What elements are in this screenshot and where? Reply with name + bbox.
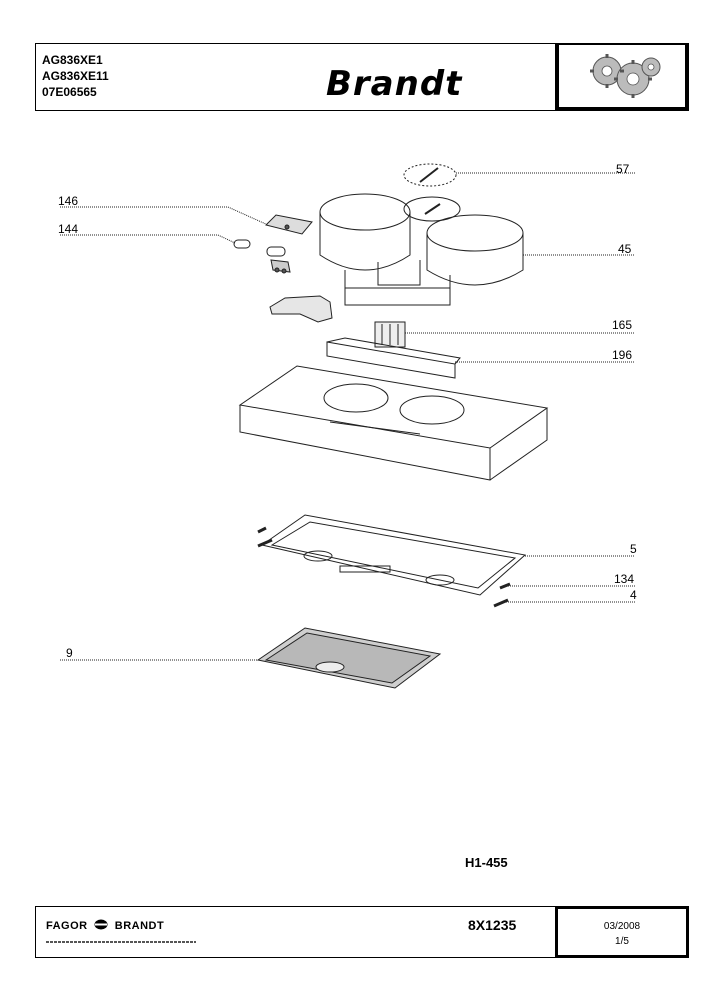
part-5-frame xyxy=(260,514,527,596)
company-logo: FAGOR BRANDT xyxy=(46,919,164,932)
tagline-graphic xyxy=(46,941,196,943)
part-196-duct xyxy=(326,337,461,379)
callout-146: 146 xyxy=(58,194,79,208)
model-list: AG836XE1 AG836XE11 07E06565 xyxy=(42,52,109,100)
callout-45: 45 xyxy=(618,242,632,256)
date-page-box: 03/2008 1/5 xyxy=(555,906,689,958)
company-name: FAGOR xyxy=(46,920,88,932)
callout-196: 196 xyxy=(612,348,633,362)
part-45-blower xyxy=(319,193,524,306)
model-number: AG836XE1 xyxy=(42,53,103,67)
title-block-header: AG836XE1 AG836XE11 07E06565 Brandt xyxy=(35,43,689,111)
part-57-cover xyxy=(403,163,457,187)
company-name-2: BRANDT xyxy=(114,920,165,932)
part-134-screw xyxy=(257,526,511,590)
part-165-connector xyxy=(374,321,406,348)
callout-9: 9 xyxy=(66,646,73,660)
exploded-parts-diagram xyxy=(60,163,635,689)
callout-134: 134 xyxy=(614,572,635,586)
callout-4: 4 xyxy=(630,588,637,602)
model-number: 07E06565 xyxy=(42,85,97,99)
callout-165: 165 xyxy=(612,318,633,332)
reference-number: 8X1235 xyxy=(468,917,517,933)
page-number: 1/5 xyxy=(615,936,629,947)
part-switch-bracket xyxy=(269,295,333,323)
company-logo-icon xyxy=(94,919,108,930)
gear-logo-box xyxy=(555,43,689,111)
part-144-clip xyxy=(233,239,291,274)
hood-housing xyxy=(238,365,549,481)
callout-57: 57 xyxy=(616,162,630,176)
callout-5: 5 xyxy=(630,542,637,556)
brand-logo-text: Brandt xyxy=(326,64,463,104)
model-number: AG836XE11 xyxy=(42,69,109,83)
callout-144: 144 xyxy=(58,222,79,236)
part-9-grease-filter xyxy=(256,627,442,689)
drawing-code: H1-455 xyxy=(465,855,508,870)
part-146-plate xyxy=(265,214,313,235)
title-block-footer: FAGOR BRANDT 8X1235 03/2008 1/5 xyxy=(35,906,689,958)
part-4-clip xyxy=(493,598,509,608)
gears-icon xyxy=(590,54,661,98)
revision-date: 03/2008 xyxy=(603,921,641,932)
